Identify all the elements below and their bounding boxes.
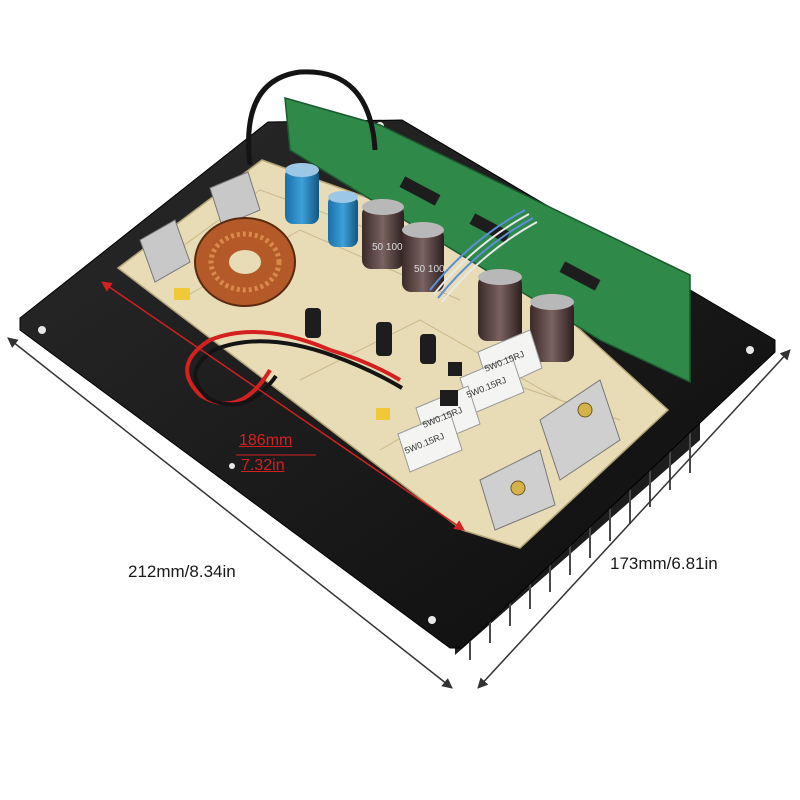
plate-depth-arrow bbox=[477, 349, 791, 689]
capacitor-label: 50 100 bbox=[372, 242, 403, 253]
plate-depth-label: 173mm/6.81in bbox=[610, 554, 718, 573]
capacitor-labels: 50 100 50 100 bbox=[372, 242, 445, 275]
pcb-length-mm-label: 186mm bbox=[239, 432, 293, 449]
plate-width-arrow bbox=[7, 337, 453, 689]
electrolytic-capacitors bbox=[285, 163, 574, 364]
daughter-board-chips bbox=[399, 176, 601, 291]
pcb-length-in-label: 7.32in bbox=[241, 457, 285, 474]
toroid-inductor bbox=[194, 217, 296, 307]
black-wire bbox=[246, 69, 378, 166]
capacitor-label: 50 100 bbox=[414, 264, 445, 275]
plate-width-label: 212mm/8.34in bbox=[128, 562, 236, 581]
